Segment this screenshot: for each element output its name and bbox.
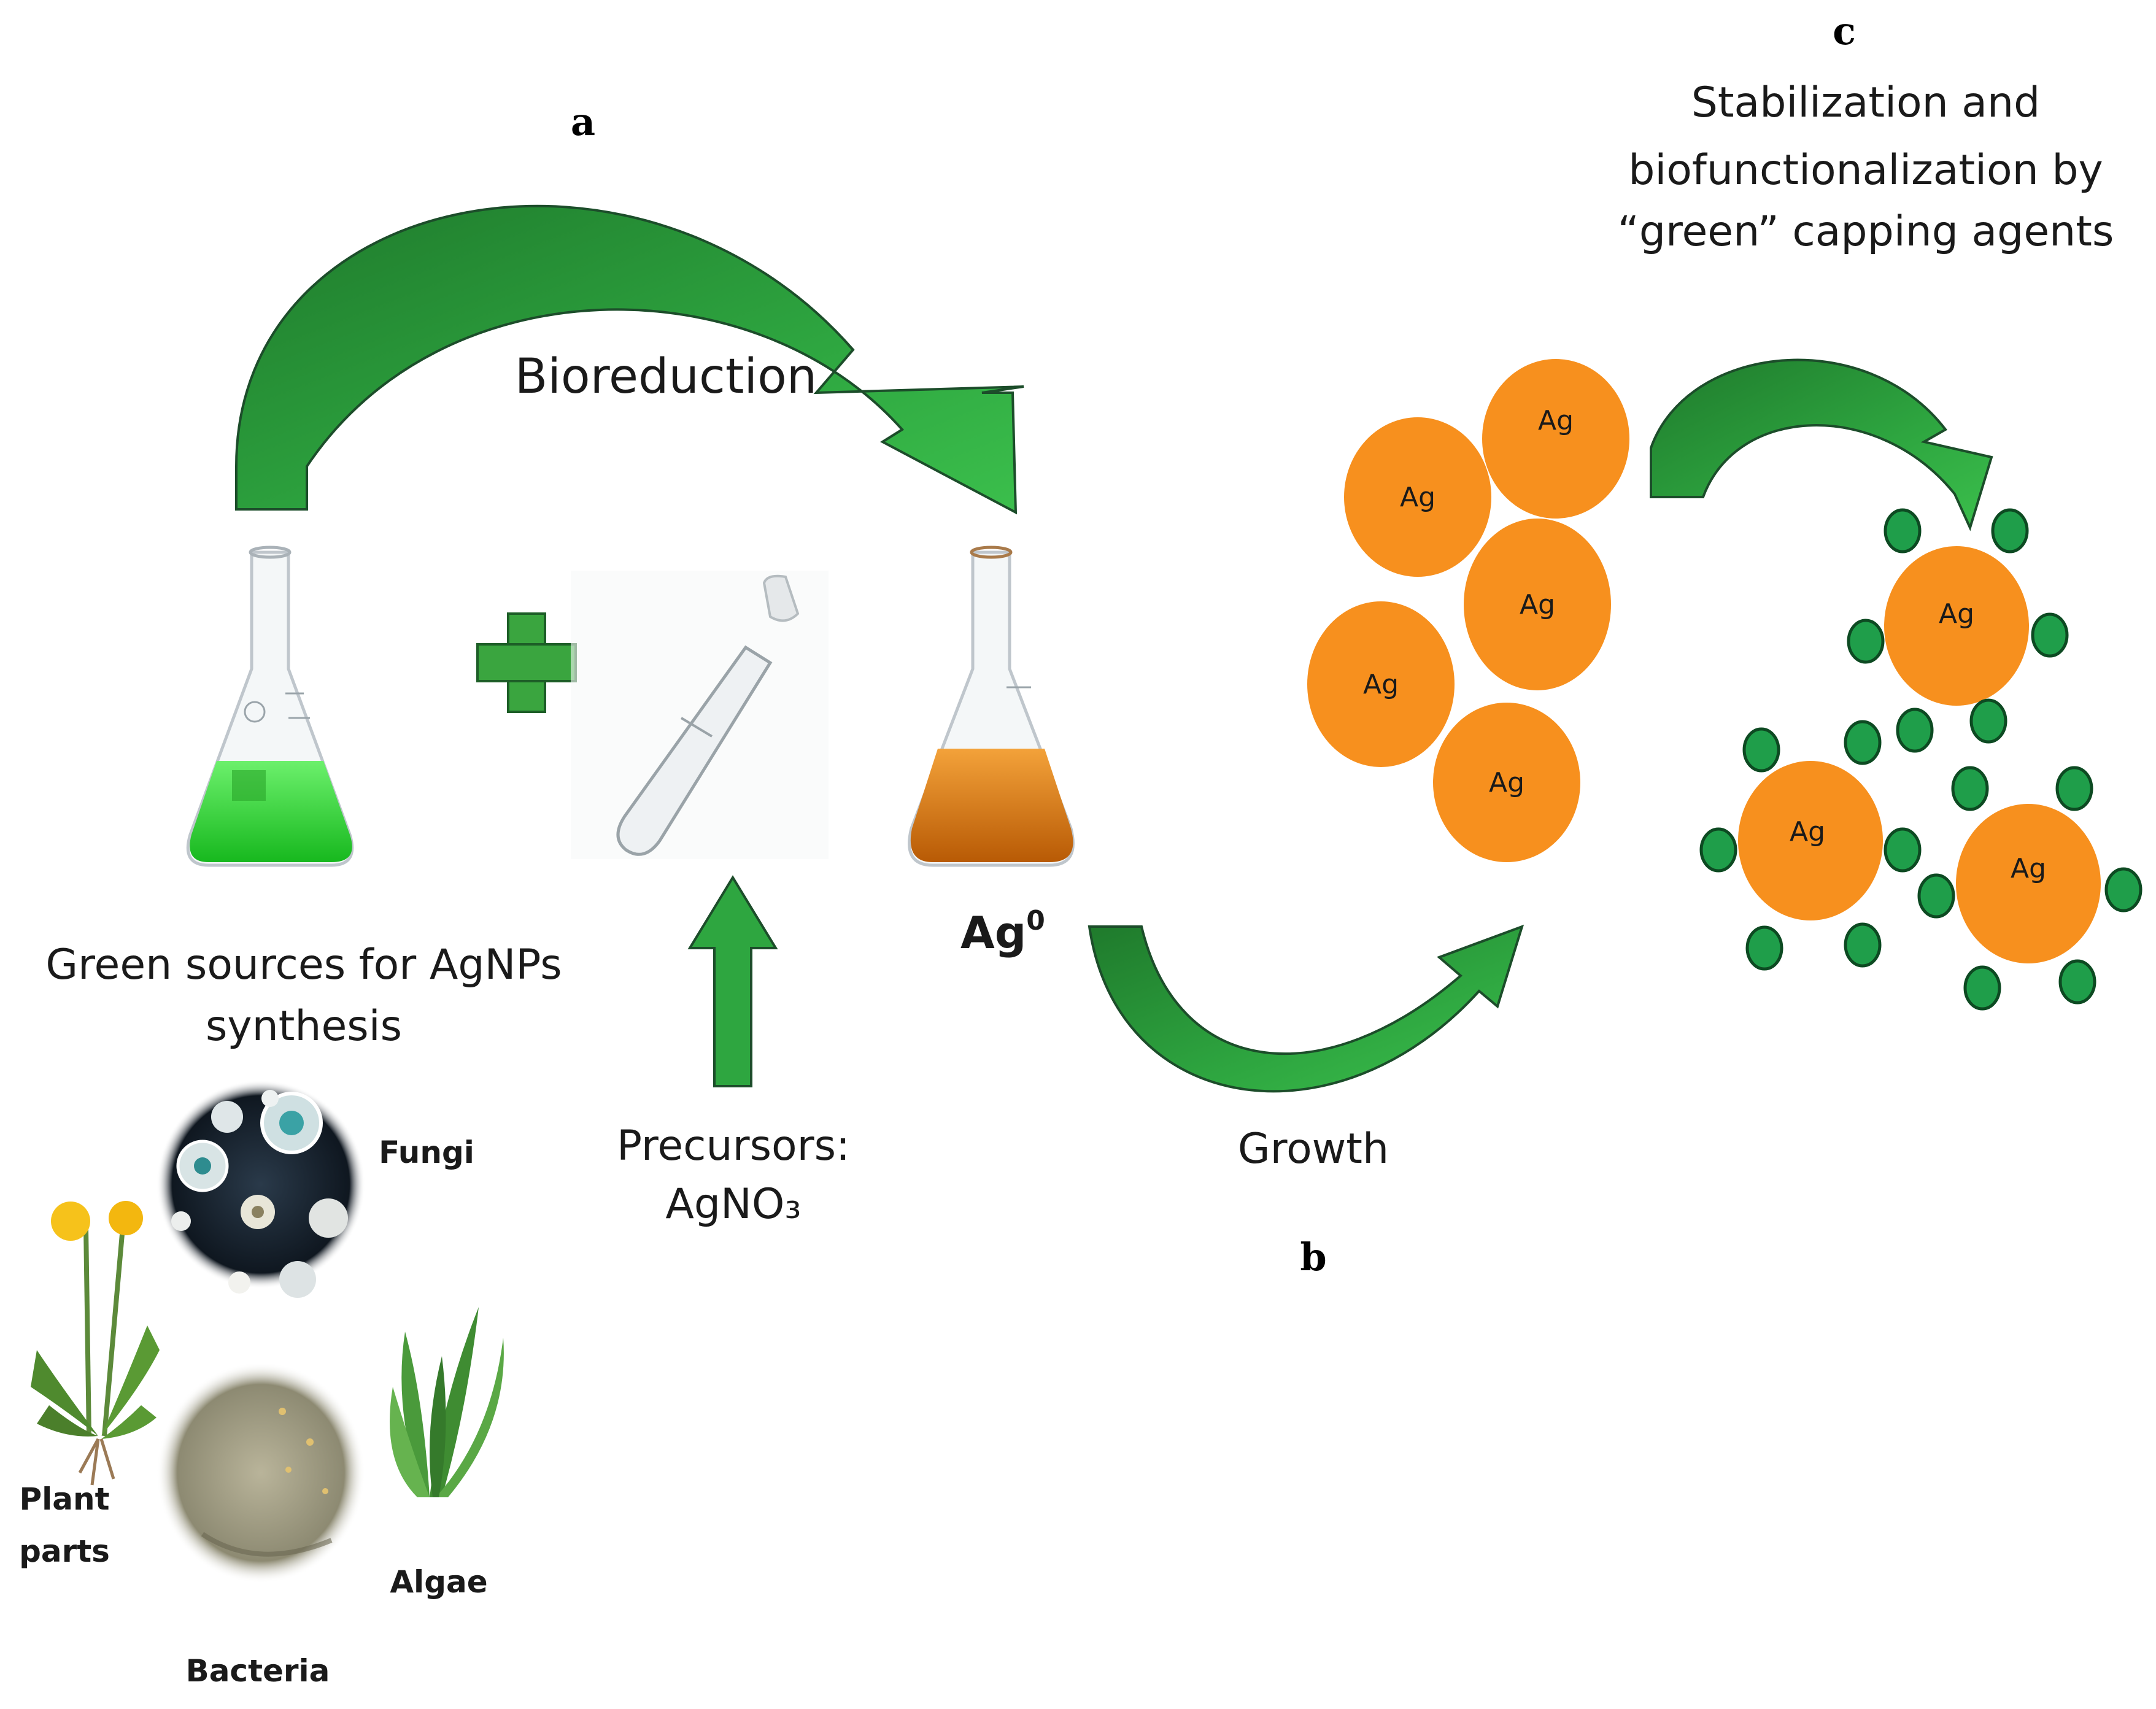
- fungi-label: Fungi: [379, 1135, 474, 1170]
- fungi-icon: [156, 1080, 365, 1298]
- algae-icon: [390, 1307, 504, 1497]
- stabilization-caption: Stabilization and biofunctionalization b…: [1618, 79, 2114, 256]
- precursors-line-1: Precursors:: [617, 1122, 850, 1170]
- stabilization-arrow: [1650, 358, 1993, 531]
- stabilization-line-1: Stabilization and: [1691, 79, 2041, 127]
- ag-particle: [1884, 546, 2029, 706]
- bacteria-label: Bacteria: [186, 1653, 330, 1689]
- ag0-label: Ag0: [960, 905, 1045, 959]
- algae-label: Algae: [390, 1564, 487, 1600]
- ag-particle: [1956, 804, 2101, 963]
- ag-particle-label: Ag: [2011, 853, 2046, 884]
- test-tube-icon: [571, 571, 829, 859]
- ag-particle-label: Ag: [1790, 816, 1825, 847]
- plant-icon: [31, 1201, 160, 1486]
- capped-particles: Ag Ag Ag: [1699, 508, 2142, 1011]
- ag-particle-label: Ag: [1538, 405, 1574, 436]
- ag-particle-label: Ag: [1489, 767, 1524, 798]
- ag-particle-label: Ag: [1939, 598, 1974, 630]
- ag-particle-label: Ag: [1520, 589, 1555, 620]
- flask-icon: [186, 546, 354, 867]
- bioreduction-arrow: [235, 204, 1024, 515]
- ag-cluster: Ag Ag Ag Ag Ag: [1307, 359, 1629, 862]
- flask-orange-icon: [908, 546, 1075, 867]
- panel-label-b: b: [1300, 1235, 1326, 1279]
- ag-particle: [1482, 359, 1629, 519]
- ag-particle: [1344, 417, 1491, 577]
- green-sources-line-1: Green sources for AgNPs: [45, 941, 562, 989]
- plant-label-line-2: parts: [19, 1533, 110, 1569]
- ag-particle: [1464, 519, 1611, 690]
- plant-label-line-1: Plant: [19, 1481, 109, 1517]
- plus-icon: [476, 612, 577, 713]
- precursor-arrow: [687, 875, 778, 1087]
- growth-arrow: [1088, 924, 1524, 1093]
- bacteria-icon: [156, 1362, 365, 1583]
- ag-particle: [1307, 601, 1455, 767]
- growth-label: Growth: [1238, 1125, 1389, 1173]
- bioreduction-label: Bioreduction: [515, 349, 817, 404]
- stabilization-line-2: biofunctionalization by: [1628, 146, 2103, 195]
- panel-label-a: a: [571, 99, 595, 144]
- precursors-line-2: AgNO₃: [665, 1180, 801, 1229]
- stabilization-line-3: “green” capping agents: [1618, 207, 2114, 256]
- panel-label-c: c: [1833, 9, 1856, 53]
- ag-particle-label: Ag: [1363, 669, 1399, 700]
- ag-particle-label: Ag: [1400, 482, 1435, 513]
- capping-agents: [1699, 508, 2142, 1011]
- ag-particle: [1738, 761, 1883, 920]
- ag-particle: [1433, 703, 1580, 862]
- green-sources-line-2: synthesis: [206, 1002, 402, 1051]
